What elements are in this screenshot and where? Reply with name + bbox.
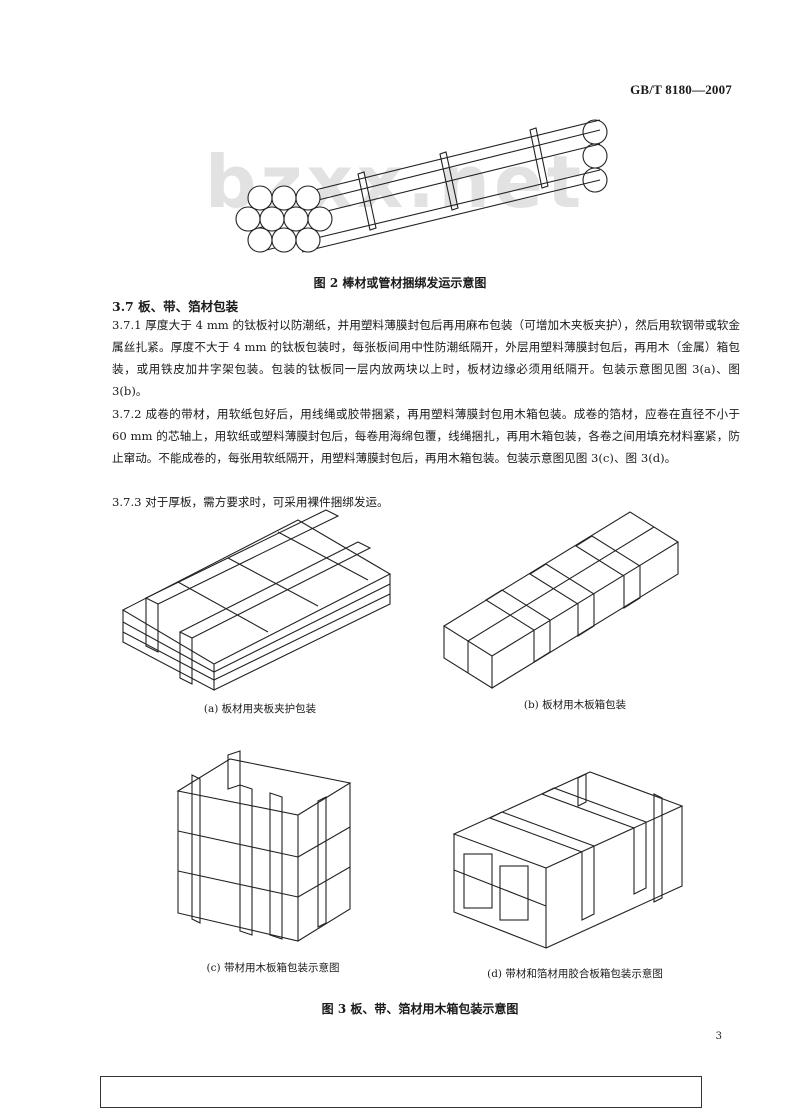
figure-3c-caption: (c) 带材用木板箱包装示意图 [206,962,340,974]
paragraph-3-7-1: 3.7.1 厚度大于 4 mm 的钛板衬以防潮纸，并用塑料薄膜封包后再用麻布包装… [112,318,740,398]
section-heading: 3.7 板、带、箔材包装 [112,299,239,314]
paragraph-3-7-3: 3.7.3 对于厚板，需方要求时，可采用裸件捆绑发运。 [112,495,389,509]
paragraph-3-7-2: 3.7.2 成卷的带材，用软纸包好后，用线绳或胶带捆紧，再用塑料薄膜封包用木箱包… [112,407,740,465]
figure-3d-caption: (d) 带材和箔材用胶合板箱包装示意图 [487,968,663,980]
bottom-frame [100,1076,702,1108]
figure-3d-plywood-box [452,771,684,949]
figure-3b-caption: (b) 板材用木板箱包装 [523,699,627,711]
figure-3a-caption: (a) 板材用夹板夹护包装 [203,703,317,715]
page-number: 3 [715,1031,722,1042]
figure-3a-clamped-plates [121,509,392,691]
figure-3-caption: 图 3 板、带、箔材用木箱包装示意图 [321,1002,519,1016]
figure-2-caption: 图 2 棒材或管材捆绑发运示意图 [313,276,487,290]
figure-2-bar-bundle [235,119,608,253]
figure-3b-wooden-box [442,511,680,689]
standard-number: GB/T 8180—2007 [630,82,732,97]
figure-3c-strip-box [176,750,352,942]
